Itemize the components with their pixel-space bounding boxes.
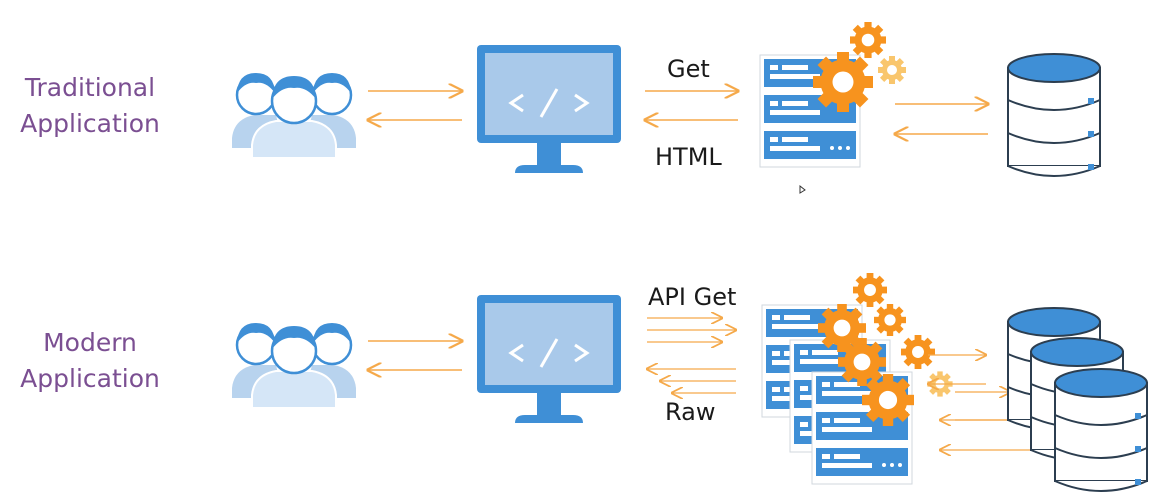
modern-label-line1: Modern [43,328,137,357]
arrows-monitor-servers-modern [647,318,736,393]
users-icon-traditional [232,73,356,158]
cursor-icon [799,184,806,194]
modern-label-line2: Application [20,364,160,393]
database-stack-modern [1007,307,1148,492]
html-label: HTML [655,143,722,171]
api-get-label: API Get [648,283,737,311]
traditional-label-line1: Traditional [24,73,156,102]
arrows-monitor-server-traditional [645,91,738,120]
raw-label: Raw [665,398,716,426]
arrows-users-monitor-traditional [368,91,462,120]
monitor-icon-traditional [475,43,623,175]
arrows-server-database-traditional [895,104,988,134]
users-icon-modern [232,323,356,408]
arrows-users-monitor-modern [368,341,462,370]
modern-app-label: Modern Application [10,325,170,397]
gear-icons-traditional [813,22,906,112]
traditional-label-line2: Application [20,109,160,138]
get-label: Get [667,55,710,83]
traditional-app-label: Traditional Application [10,70,170,142]
monitor-icon-modern [475,293,623,425]
database-icon-traditional [1007,53,1101,177]
